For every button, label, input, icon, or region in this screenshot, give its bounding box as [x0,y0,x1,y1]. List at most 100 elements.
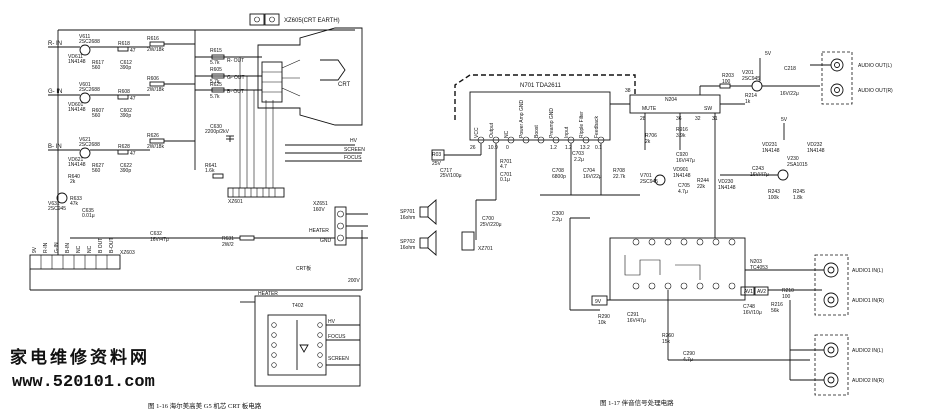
speaker-sp702-icon [419,237,429,249]
svg-text:VD621: VD621 [68,157,84,163]
crt-label: CRT [338,82,351,88]
svg-text:VD601: VD601 [68,102,84,108]
svg-text:C612: C612 [120,60,132,66]
svg-text:16V/47μ: 16V/47μ [627,318,646,324]
svg-text:GND: GND [320,238,332,244]
svg-text:R605: R605 [210,67,222,73]
n203-tc4053-ic [609,237,746,301]
svg-text:1N4148: 1N4148 [68,59,86,65]
svg-text:R916: R916 [676,127,688,133]
svg-text:T402: T402 [292,303,304,309]
audio2-l-label: AUDIO2 IN(L) [852,348,883,354]
svg-text:560: 560 [92,168,101,174]
svg-text:R216: R216 [771,302,783,308]
svg-text:0.01μ: 0.01μ [82,213,95,219]
svg-text:100k: 100k [768,195,779,201]
svg-text:B- OUT: B- OUT [227,89,244,95]
svg-text:C705: C705 [678,183,690,189]
svg-text:R627: R627 [92,163,104,169]
tda2611-ic [469,91,611,141]
svg-text:HEATER: HEATER [309,228,329,234]
svg-text:16V/47μ: 16V/47μ [150,237,169,243]
svg-text:C920: C920 [676,152,688,158]
crt-board-diagram: XZ605(CRT EARTH) CRT R- IN V611 2SC2688 … [29,13,368,410]
svg-text:R- IN: R- IN [48,41,62,47]
svg-text:B OUT: B OUT [98,238,104,253]
svg-text:C704: C704 [583,168,595,174]
audio1-l-label: AUDIO1 IN(L) [852,268,883,274]
watermark-line2: www.520101.com [12,373,155,392]
svg-text:Preamp GND: Preamp GND [549,108,555,138]
watermark-line1: 家电维修资料网 [10,347,150,368]
svg-text:16V/22μ: 16V/22μ [583,174,602,180]
svg-text:2k: 2k [645,139,651,145]
svg-text:1N4148: 1N4148 [718,185,736,191]
svg-text:VD901: VD901 [673,167,689,173]
watermark: 家电维修资料网 www.520101.com [10,347,155,392]
channel-g: G- IN V601 2SC2688 VD601 1N4148 R608 47 … [48,67,262,119]
svg-text:1N4148: 1N4148 [68,162,86,168]
svg-text:2W/2: 2W/2 [222,242,234,248]
svg-text:NC: NC [504,130,510,138]
svg-text:C700: C700 [482,216,494,222]
xz605-connector [249,13,265,26]
svg-text:28: 28 [640,116,646,122]
svg-text:SCREEN: SCREEN [328,356,349,362]
svg-text:R618: R618 [118,41,130,47]
svg-text:25V/100μ: 25V/100μ [440,173,462,179]
svg-text:B-OUT: B-OUT [109,237,115,253]
svg-text:1.2: 1.2 [565,145,572,151]
svg-text:390p: 390p [120,65,131,71]
t402-transformer-box [254,295,361,387]
svg-text:47k: 47k [70,201,79,207]
svg-text:V230: V230 [787,156,799,162]
svg-text:HV: HV [328,319,336,325]
svg-text:3.9k: 3.9k [676,133,686,139]
svg-text:36: 36 [676,116,682,122]
svg-text:5.7k: 5.7k [210,60,220,66]
svg-text:1k: 1k [745,99,751,105]
svg-text:390p: 390p [120,168,131,174]
left-caption: 图 1-16 海尔美高美 G5 机芯 CRT 板电路 [148,401,262,410]
svg-text:V601: V601 [79,82,91,88]
svg-text:FOCUS: FOCUS [328,334,346,340]
svg-text:1N4148: 1N4148 [807,148,825,154]
svg-text:100: 100 [782,294,791,300]
svg-text:R625: R625 [210,82,222,88]
svg-text:1.6k: 1.6k [205,168,215,174]
svg-text:R631: R631 [222,236,234,242]
svg-text:5.7k: 5.7k [210,79,220,85]
svg-text:V611: V611 [79,34,91,40]
audio-out-l-label: AUDIO OUT(L) [858,63,892,69]
svg-text:2W/18k: 2W/18k [147,47,164,53]
svg-text:16ohm: 16ohm [400,245,415,251]
svg-text:2.2μ: 2.2μ [574,157,584,163]
svg-text:R245: R245 [793,189,805,195]
svg-text:26: 26 [470,145,476,151]
svg-text:9V: 9V [595,299,602,305]
svg-text:560: 560 [92,113,101,119]
svg-text:MUTE: MUTE [642,106,657,112]
svg-text:R- OUT: R- OUT [227,58,244,64]
xz651-connector [334,206,347,246]
svg-text:4.7μ: 4.7μ [678,189,688,195]
svg-text:G- OUT: G- OUT [227,75,245,81]
svg-text:2SC2688: 2SC2688 [79,39,100,45]
svg-text:HEATER: HEATER [258,291,278,297]
svg-text:C701: C701 [500,172,512,178]
svg-text:R628: R628 [118,144,130,150]
svg-text:R290: R290 [598,314,610,320]
svg-text:C717: C717 [440,168,452,174]
svg-text:Power Amp GND: Power Amp GND [519,100,525,138]
svg-text:C632: C632 [150,231,162,237]
svg-text:R214: R214 [745,93,757,99]
svg-text:2SA1015: 2SA1015 [787,162,808,168]
svg-text:47: 47 [130,96,136,102]
svg-text:C243: C243 [752,166,764,172]
svg-text:0.1μ: 0.1μ [500,177,510,183]
svg-text:47: 47 [130,48,136,54]
svg-text:1N4148: 1N4148 [68,107,86,113]
audio-diagram: N701 TDA2611 VCC Output NC Power Amp GND… [400,51,893,407]
svg-text:XZ701: XZ701 [478,246,493,252]
svg-text:VCC: VCC [474,127,480,138]
